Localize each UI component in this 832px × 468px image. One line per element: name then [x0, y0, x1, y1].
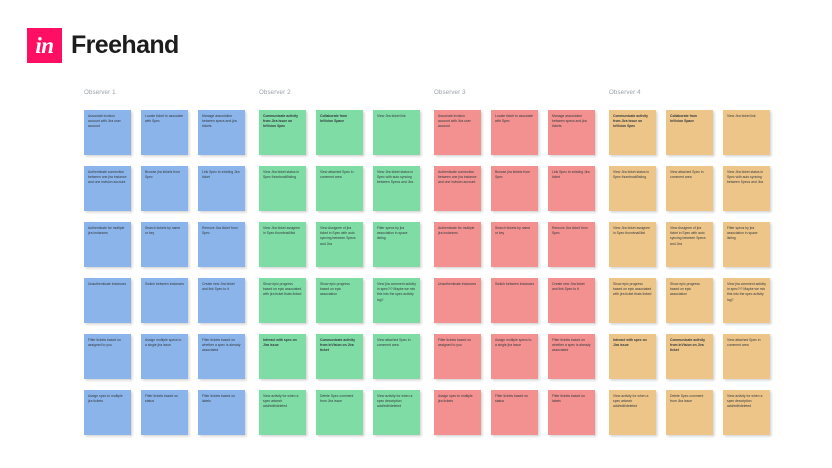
- sticky-note[interactable]: Authenticate connection between one jira…: [84, 166, 131, 212]
- app-logo: in Freehand: [27, 28, 179, 63]
- sticky-note[interactable]: Assign spec to multiple jira tickets: [84, 390, 131, 436]
- sticky-note[interactable]: Filter tickets based on whether a spec i…: [548, 334, 595, 380]
- sticky-note[interactable]: View Assignee of jira ticket in Spec wit…: [316, 222, 363, 268]
- sticky-note[interactable]: Interact with spec on Jira issue: [609, 334, 656, 380]
- sticky-note[interactable]: Filter tickets based on assigned to you: [84, 334, 131, 380]
- sticky-note[interactable]: Switch between instances: [491, 278, 538, 324]
- observer-column-title: Observer 1: [84, 89, 116, 96]
- sticky-note[interactable]: Authenticate for multiple jira instances: [434, 222, 481, 268]
- sticky-note[interactable]: Communicate activity from InVision on Ji…: [316, 334, 363, 380]
- sticky-note[interactable]: View attached Spec in comment area: [316, 166, 363, 212]
- sticky-note[interactable]: View Assignee of jira ticket in Spec wit…: [666, 222, 713, 268]
- sticky-note[interactable]: Filter tickets based on status: [491, 390, 538, 436]
- sticky-note[interactable]: View Jira ticket status in Spec thumbnai…: [259, 166, 306, 212]
- sticky-note[interactable]: Assign multiple specs to a single jira i…: [491, 334, 538, 380]
- freehand-wordmark: Freehand: [71, 31, 179, 59]
- observer-column: Observer 4 Communicate activity from Jira…: [609, 89, 784, 436]
- sticky-note[interactable]: Assign multiple specs to a single jira i…: [141, 334, 188, 380]
- sticky-note[interactable]: View Jira ticket status in Spec thumbnai…: [609, 166, 656, 212]
- sticky-note[interactable]: View jira comment activity in spec?!? Ma…: [723, 278, 770, 324]
- sticky-note[interactable]: View attached Spec in comment area: [373, 334, 420, 380]
- sticky-note-grid: Associate invision account with Jira use…: [434, 110, 609, 436]
- sticky-note[interactable]: Search tickets by name or key: [491, 222, 538, 268]
- sticky-note[interactable]: Communicate activity from InVision on Ji…: [666, 334, 713, 380]
- sticky-note-grid: Communicate activity from Jira issue on …: [609, 110, 784, 436]
- sticky-note[interactable]: Filter tickets based on whether a spec i…: [198, 334, 245, 380]
- sticky-note[interactable]: View activity for when a spec artwork ad…: [609, 390, 656, 436]
- sticky-note[interactable]: Filter tickets based on labels: [198, 390, 245, 436]
- sticky-note[interactable]: Collaborate from InVision Space: [316, 110, 363, 156]
- sticky-note[interactable]: Filter tickets based on assigned to you: [434, 334, 481, 380]
- sticky-note[interactable]: Search tickets by name or key: [141, 222, 188, 268]
- invision-logo-text: in: [35, 33, 54, 58]
- sticky-note[interactable]: Authenticate connection between one jira…: [434, 166, 481, 212]
- sticky-note[interactable]: View activity for when a spec descriptio…: [723, 390, 770, 436]
- sticky-note[interactable]: Unauthenticate instances: [84, 278, 131, 324]
- sticky-note[interactable]: Show epic progress based on epic associa…: [666, 278, 713, 324]
- sticky-note[interactable]: Browse jira tickets from Spec: [491, 166, 538, 212]
- sticky-note[interactable]: Filter tickets based on status: [141, 390, 188, 436]
- sticky-note[interactable]: View activity for when a spec artwork ad…: [259, 390, 306, 436]
- sticky-note[interactable]: View Jira ticket status in Spec with aut…: [373, 166, 420, 212]
- sticky-note[interactable]: Create new Jira ticket and link Spec to …: [198, 278, 245, 324]
- sticky-note[interactable]: Assign spec to multiple jira tickets: [434, 390, 481, 436]
- sticky-note[interactable]: Manage association between specs and jir…: [198, 110, 245, 156]
- sticky-note[interactable]: Filter specs by jira association in spac…: [723, 222, 770, 268]
- sticky-note[interactable]: Communicate activity from Jira issue on …: [259, 110, 306, 156]
- observer-column: Observer 1 Associate invision account wit…: [84, 89, 259, 436]
- sticky-note[interactable]: Delete Spec comment from Jira issue: [666, 390, 713, 436]
- sticky-note[interactable]: Communicate activity from Jira issue on …: [609, 110, 656, 156]
- observer-column: Observer 2 Communicate activity from Jira…: [259, 89, 434, 436]
- observer-columns: Observer 1 Associate invision account wit…: [84, 89, 784, 436]
- sticky-note[interactable]: Link Spec to existing Jira ticket: [198, 166, 245, 212]
- sticky-note[interactable]: Remove Jira ticket from Spec: [198, 222, 245, 268]
- sticky-note[interactable]: View attached Spec in comment area: [666, 166, 713, 212]
- sticky-note[interactable]: View activity for when a spec descriptio…: [373, 390, 420, 436]
- observer-column-title: Observer 2: [259, 89, 291, 96]
- sticky-note[interactable]: View Jira ticket status in Spec with aut…: [723, 166, 770, 212]
- invision-logo-mark: in: [27, 28, 62, 63]
- observer-column: Observer 3 Associate invision account wit…: [434, 89, 609, 436]
- sticky-note-grid: Associate invision account with Jira use…: [84, 110, 259, 436]
- sticky-note[interactable]: View Jira ticket assignee in Spec thumbn…: [259, 222, 306, 268]
- sticky-note[interactable]: Collaborate from InVision Space: [666, 110, 713, 156]
- observer-column-title: Observer 3: [434, 89, 466, 96]
- sticky-note[interactable]: Associate invision account with Jira use…: [84, 110, 131, 156]
- sticky-note-board: Observer 1 Associate invision account wit…: [84, 89, 784, 436]
- sticky-note[interactable]: Authenticate for multiple jira instances: [84, 222, 131, 268]
- sticky-note[interactable]: View Jira ticket link: [373, 110, 420, 156]
- sticky-note[interactable]: View Jira ticket assignee in Spec thumbn…: [609, 222, 656, 268]
- sticky-note[interactable]: Filter tickets based on labels: [548, 390, 595, 436]
- sticky-note[interactable]: Remove Jira ticket from Spec: [548, 222, 595, 268]
- sticky-note[interactable]: Locate ticket to associate with Spec: [491, 110, 538, 156]
- sticky-note[interactable]: Locate ticket to associate with Spec: [141, 110, 188, 156]
- sticky-note[interactable]: Delete Spec comment from Jira issue: [316, 390, 363, 436]
- sticky-note[interactable]: Show epic progress based on epic associa…: [316, 278, 363, 324]
- sticky-note[interactable]: Manage association between specs and jir…: [548, 110, 595, 156]
- sticky-note-grid: Communicate activity from Jira issue on …: [259, 110, 434, 436]
- sticky-note[interactable]: Show epic progress based on epic associa…: [609, 278, 656, 324]
- sticky-note[interactable]: Link Spec to existing Jira ticket: [548, 166, 595, 212]
- sticky-note[interactable]: Create new Jira ticket and link Spec to …: [548, 278, 595, 324]
- sticky-note[interactable]: Unauthenticate instances: [434, 278, 481, 324]
- sticky-note[interactable]: Interact with spec on Jira issue: [259, 334, 306, 380]
- sticky-note[interactable]: View jira comment activity in spec?!? Ma…: [373, 278, 420, 324]
- sticky-note[interactable]: Switch between instances: [141, 278, 188, 324]
- sticky-note[interactable]: Filter specs by jira association in spac…: [373, 222, 420, 268]
- observer-column-title: Observer 4: [609, 89, 641, 96]
- sticky-note[interactable]: Associate invision account with Jira use…: [434, 110, 481, 156]
- sticky-note[interactable]: View Jira ticket link: [723, 110, 770, 156]
- sticky-note[interactable]: Show epic progress based on epic associa…: [259, 278, 306, 324]
- sticky-note[interactable]: View attached Spec in comment area: [723, 334, 770, 380]
- sticky-note[interactable]: Browse jira tickets from Spec: [141, 166, 188, 212]
